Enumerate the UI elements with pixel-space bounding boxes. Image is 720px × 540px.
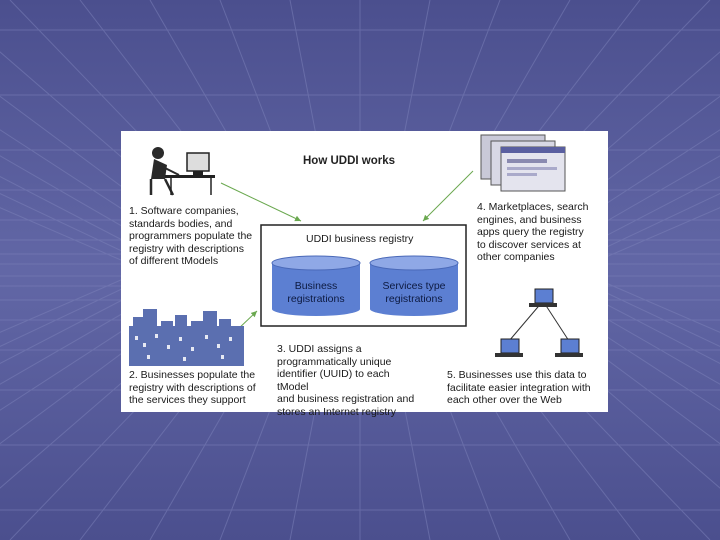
arrow-step1-to-registry — [220, 182, 302, 222]
step-4-text: 4. Marketplaces, search engines, and bus… — [477, 201, 589, 264]
figure-graphics — [129, 134, 583, 366]
business-registrations-label: Business registrations — [287, 280, 345, 305]
step-5-text: 5. Businesses use this data to facilitat… — [447, 369, 591, 407]
services-type-registrations-label: Services type registrations — [382, 280, 446, 305]
step-2-text: 2. Businesses populate the registry with… — [129, 369, 256, 407]
city-buildings-icon — [129, 309, 244, 366]
step-1-text: 1. Software companies, standards bodies,… — [129, 205, 253, 268]
services-type-registrations-cylinder — [369, 255, 459, 316]
registry-title: UDDI business registry — [306, 233, 414, 245]
browser-windows-icon — [480, 134, 566, 192]
arrow-step4-to-registry — [422, 170, 474, 222]
network-computers-icon — [495, 288, 583, 357]
diagram-title: How UDDI works — [303, 155, 396, 167]
uddi-figure: How UDDI works UDDI business registry Bu… — [121, 131, 608, 418]
programmer-icon — [149, 147, 215, 196]
step-3-text: 3. UDDI assigns a programmatically uniqu… — [277, 343, 415, 418]
business-registrations-cylinder — [271, 255, 361, 316]
